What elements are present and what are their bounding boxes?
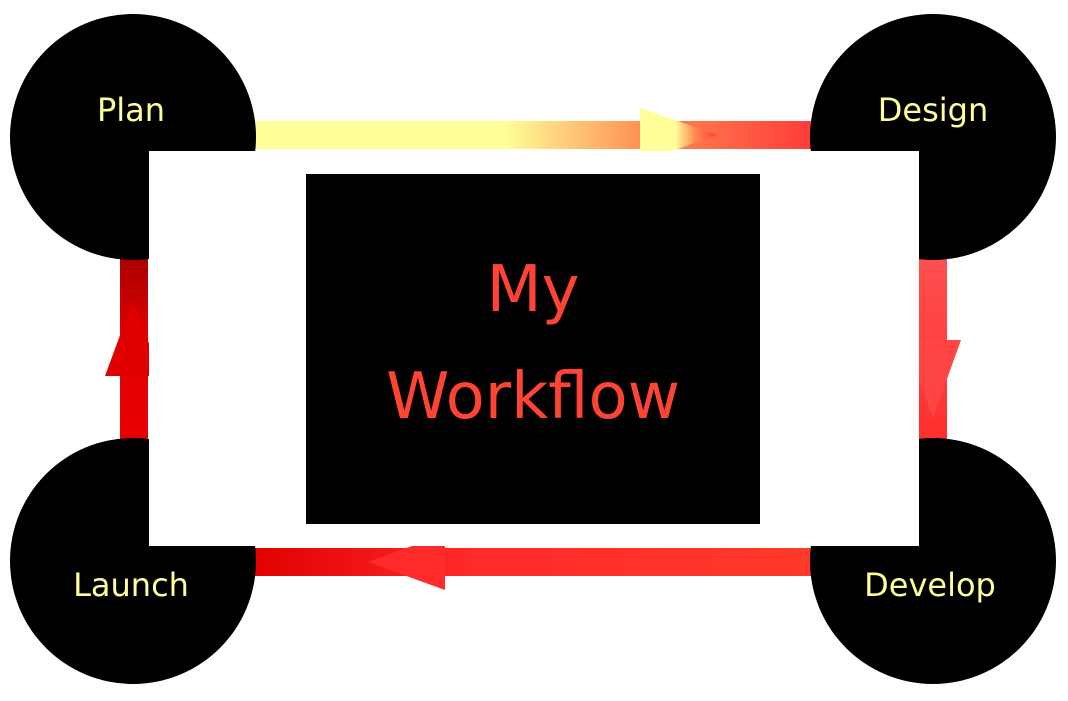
arrow-develop-to-launch	[250, 534, 815, 590]
center-title-line-1: My	[486, 253, 579, 327]
arrow-plan-to-design	[250, 108, 815, 162]
center-title-line-2: Workflow	[386, 360, 680, 434]
center-title-box	[306, 174, 760, 524]
stage-label-plan: Plan	[97, 91, 165, 129]
stage-label-develop: Develop	[864, 566, 996, 604]
stage-label-design: Design	[878, 91, 988, 129]
arrow-design-to-develop	[905, 255, 961, 445]
stage-label-launch: Launch	[73, 566, 189, 604]
arrow-launch-to-plan	[105, 255, 161, 445]
